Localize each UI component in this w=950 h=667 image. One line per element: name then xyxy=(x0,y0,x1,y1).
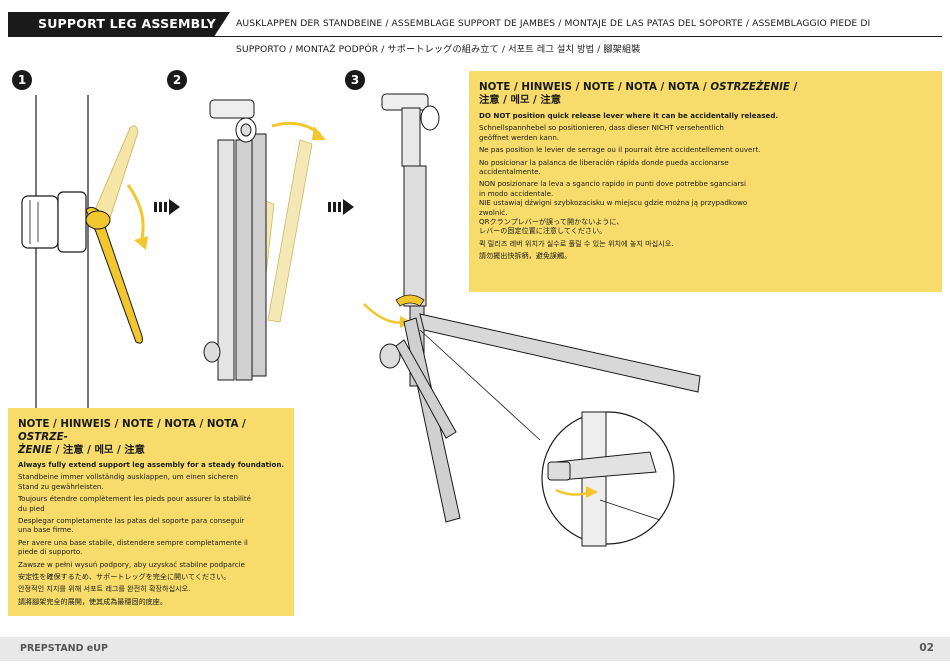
note-line: Standbeine immer vollständig ausklappen,… xyxy=(18,472,288,481)
step-arrow-2 xyxy=(328,199,354,215)
note-line: NIE ustawiaj dźwigni szybkozacisku w mie… xyxy=(479,198,799,207)
note-line: NON posizionare la leva a sgancio rapido… xyxy=(479,179,799,188)
note-title-part: NOTE / HINWEIS / NOTE / NOTA / NOTA / xyxy=(479,81,710,93)
step-1-illustration xyxy=(22,95,148,420)
note-line: 안정적인 지지를 위해 서포트 레그를 완전히 확장하십시오. xyxy=(18,584,288,593)
note-title-italic-2: ŻENIE xyxy=(18,444,52,456)
note-line: du pied xyxy=(18,504,288,513)
note-line: 請勿擺出快拆柄，避免誤觸。 xyxy=(479,251,799,260)
note-title-end: / xyxy=(790,81,797,93)
note-line: zwolnić. xyxy=(479,208,799,217)
note-title-part-2: / 注意 / 메모 / 注意 xyxy=(52,444,145,456)
note-line: Stand zu gewährleisten. xyxy=(18,482,288,491)
product-name: PREPSTAND eUP xyxy=(20,643,108,654)
note-line: Schnellspannhebel so positionieren, dass… xyxy=(479,123,799,132)
note-line: Always fully extend support leg assembly… xyxy=(18,460,288,469)
note-line: Zawsze w pełni wysuń podpory, aby uzyska… xyxy=(18,560,288,569)
note-line: Toujours étendre complètement les pieds … xyxy=(18,494,288,503)
note-support-leg: NOTE / HINWEIS / NOTE / NOTA / NOTA / OS… xyxy=(8,408,294,616)
note-line: accidentalmente. xyxy=(479,167,799,176)
note-line: レバーの固定位置に注意してください。 xyxy=(479,226,799,235)
note-line: Desplegar completamente las patas del so… xyxy=(18,516,288,525)
step-arrow-1 xyxy=(154,199,180,215)
note-line: No posicionar la palanca de liberación r… xyxy=(479,158,799,167)
note-quick-release: NOTE / HINWEIS / NOTE / NOTA / NOTA / OS… xyxy=(469,71,942,292)
page-number: 02 xyxy=(919,642,934,654)
note-line: QRクランプレバーが誤って開かないように、 xyxy=(479,217,799,226)
note-title: NOTE / HINWEIS / NOTE / NOTA / NOTA / OS… xyxy=(18,418,288,444)
note-line: 請將腳架完全的展開，使其成為最穩固的底座。 xyxy=(18,597,288,606)
note-line: Per avere una base stabile, distendere s… xyxy=(18,538,288,547)
note-line: una base firme. xyxy=(18,525,288,534)
note-title-line-2: 注意 / 메모 / 注意 xyxy=(479,94,799,107)
note-title-italic: OSTRZE- xyxy=(18,431,68,443)
step-2-illustration xyxy=(204,100,326,380)
note-line: piede di supporto. xyxy=(18,547,288,556)
note-title-line-2: ŻENIE / 注意 / 메모 / 注意 xyxy=(18,444,288,457)
page-footer: PREPSTAND eUP 02 xyxy=(0,637,950,661)
note-line: in modo accidentale. xyxy=(479,189,799,198)
note-line: 퀵 릴리즈 레버 위치가 실수로 풀릴 수 있는 위치에 놓지 마십시오. xyxy=(479,239,799,248)
note-line: DO NOT position quick release lever wher… xyxy=(479,111,799,120)
note-line: 安定性を確保するため、サポートレッグを完全に開いてください。 xyxy=(18,572,288,581)
note-line: geöffnet werden kann. xyxy=(479,133,799,142)
note-line: Ne pas position le levier de serrage ou … xyxy=(479,145,799,154)
note-title-part: NOTE / HINWEIS / NOTE / NOTA / NOTA / xyxy=(18,418,246,430)
note-title-italic: OSTRZEŻENIE xyxy=(710,81,790,93)
note-title: NOTE / HINWEIS / NOTE / NOTA / NOTA / OS… xyxy=(479,81,799,94)
